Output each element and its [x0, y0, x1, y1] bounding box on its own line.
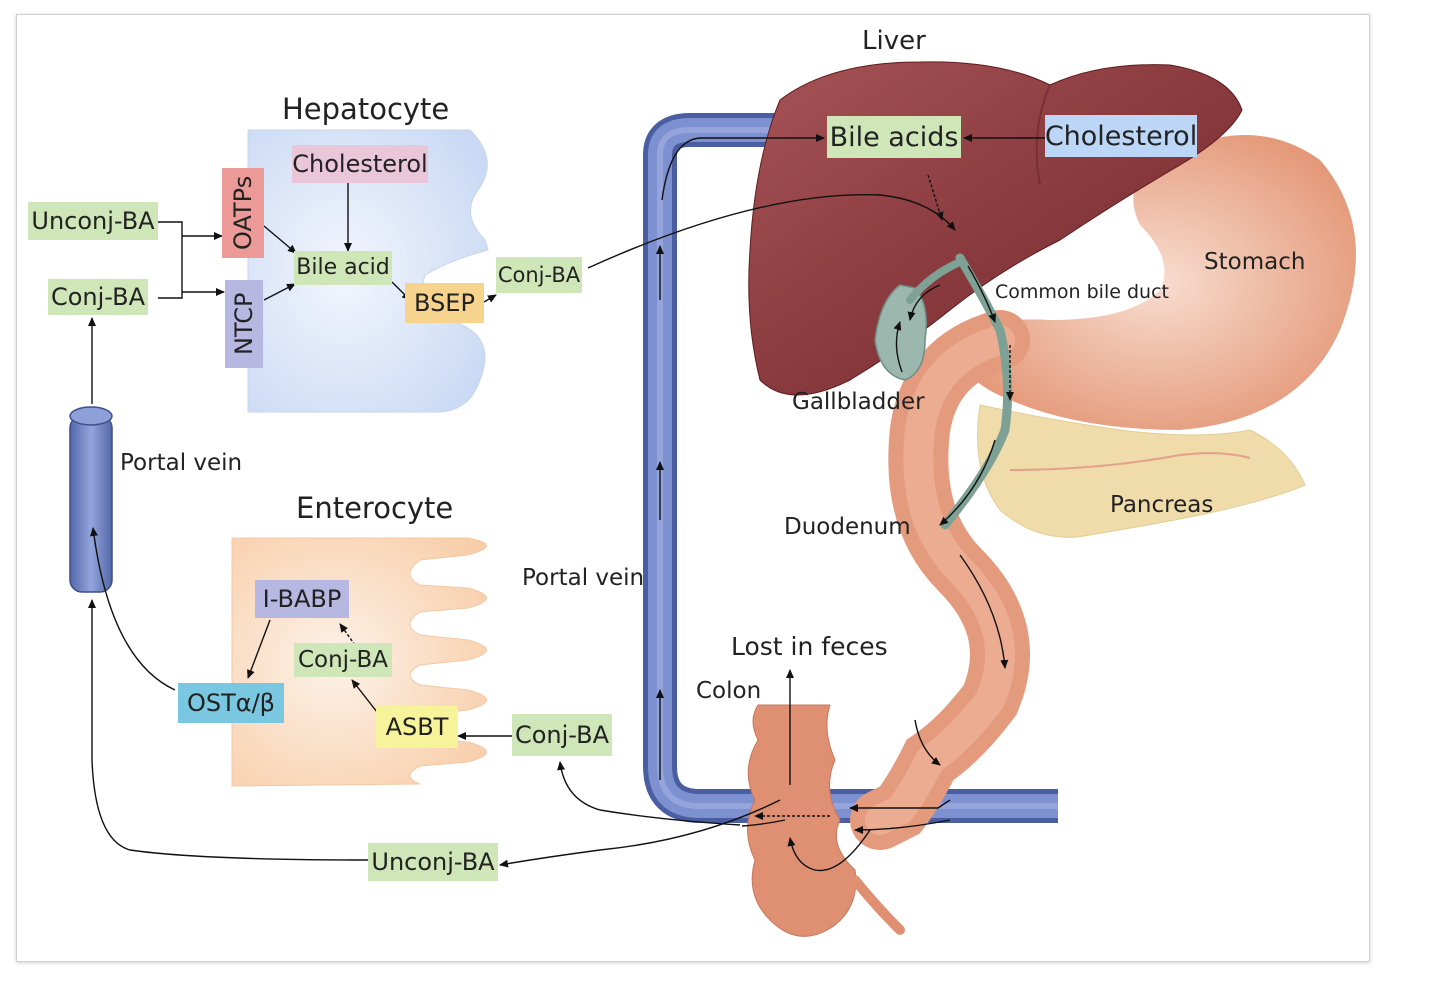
portal-vein-mid-label: Portal vein: [522, 565, 645, 591]
stomach-shape: [960, 135, 1356, 430]
enterocyte-conj-ba-box: Conj-BA: [294, 643, 392, 677]
ost-alpha-beta-box: OSTα/β: [178, 683, 284, 723]
hepatocyte-title: Hepatocyte: [282, 92, 450, 126]
unconj-ba-input-box: Unconj-BA: [28, 202, 158, 240]
colon-shape: [747, 704, 857, 937]
unconj-ba-colon-box: Unconj-BA: [368, 843, 498, 881]
bile-duct: [940, 253, 1013, 530]
duodenum-label: Duodenum: [784, 514, 911, 540]
liver-cholesterol-box: Cholesterol: [1045, 115, 1197, 157]
enterocyte-title: Enterocyte: [296, 491, 454, 525]
arrows: [88, 134, 1045, 872]
oatps-box: OATPs: [222, 168, 264, 258]
stomach-label: Stomach: [1204, 249, 1306, 275]
portal-vein-cylinder: [69, 406, 113, 593]
liver-label: Liver: [862, 26, 926, 56]
gallbladder-label: Gallbladder: [792, 389, 925, 415]
pancreas-shape: [977, 404, 1306, 538]
colon-label: Colon: [696, 678, 762, 704]
conj-ba-input-box: Conj-BA: [48, 279, 148, 315]
bile-acid-box: Bile acid: [294, 251, 392, 285]
ntcp-box: NTCP: [225, 280, 263, 368]
hepatocyte-cholesterol-box: Cholesterol: [292, 145, 428, 183]
common-bile-duct-label: Common bile duct: [995, 281, 1169, 303]
conj-ba-output-box: Conj-BA: [496, 257, 582, 293]
pancreas-label: Pancreas: [1110, 492, 1214, 518]
lost-in-feces-label: Lost in feces: [731, 632, 888, 661]
ibabp-box: I-BABP: [255, 580, 349, 618]
asbt-box: ASBT: [376, 706, 458, 748]
portal-vein-left-label: Portal vein: [120, 450, 243, 476]
bsep-box: BSEP: [405, 283, 484, 323]
lumen-conj-ba-box: Conj-BA: [512, 714, 612, 756]
liver-bile-acids-box: Bile acids: [827, 116, 961, 158]
